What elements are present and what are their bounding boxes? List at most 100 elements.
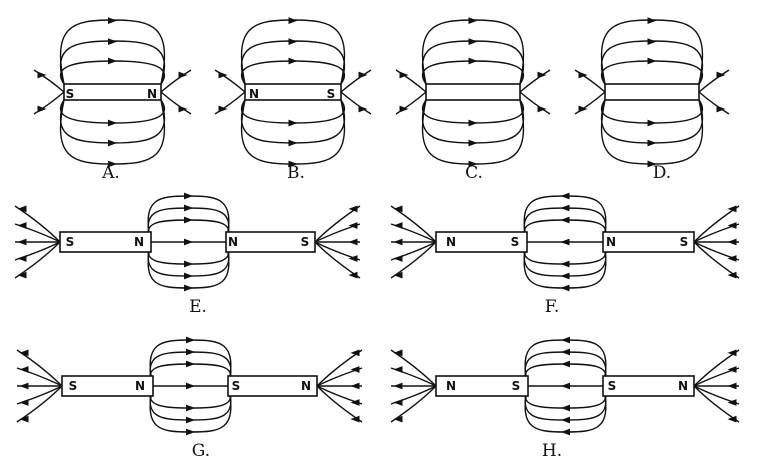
panel-b-arrow-bottom-2 bbox=[288, 139, 298, 147]
panel-b-field-line-top-3 bbox=[240, 19, 346, 85]
panel-g-mid-arrow-top-1 bbox=[186, 360, 195, 368]
panel-e-mid-loop-bottom-1 bbox=[147, 241, 230, 265]
panel-g-right-fan-arrow-3 bbox=[350, 382, 360, 390]
panel-d-end-line-left-1 bbox=[574, 69, 606, 93]
panel-f-magnet1-left-pole: N bbox=[446, 235, 456, 249]
panel-d-arrow-bottom-1 bbox=[647, 119, 657, 127]
panel-h-mid-arrow-top-1 bbox=[561, 360, 570, 368]
panel-g-magnet2-left-pole: S bbox=[232, 379, 241, 393]
panel-a-end-line-right-1 bbox=[160, 69, 192, 93]
panel-a-end-arrow-left-2 bbox=[37, 105, 47, 113]
panel-a-arrow-top-3 bbox=[108, 17, 117, 24]
panel-e-left-fan-arrow-5 bbox=[17, 271, 27, 279]
panel-e-magnet2-left-pole: N bbox=[228, 235, 238, 249]
panel-e-mid-arrow-top-3 bbox=[184, 192, 193, 200]
panel-b-arrow-top-2 bbox=[288, 38, 298, 45]
panel-c-arrow-bottom-2 bbox=[468, 139, 478, 147]
panel-b-end-arrow-left-2 bbox=[218, 105, 228, 113]
panel-a-caption: A. bbox=[101, 163, 120, 183]
panel-b-magnet-bar bbox=[244, 83, 342, 101]
panel-c-field-line-bottom-1 bbox=[421, 99, 525, 124]
panel-b-field-line-bottom-3 bbox=[240, 99, 346, 165]
panel-d-end-line-left-2 bbox=[574, 91, 606, 115]
panel-c-arrow-bottom-3 bbox=[468, 160, 478, 168]
panel-b-arrow-bottom-3 bbox=[288, 160, 298, 168]
panel-d-arrow-top-3 bbox=[647, 17, 657, 24]
panel-g-right-fan-arrow-1 bbox=[350, 349, 360, 357]
panel-e-mid-arrow-top-1 bbox=[184, 216, 193, 224]
panel-h-left-fan-arrow-3 bbox=[393, 382, 403, 390]
panel-a-field-line-top-1 bbox=[59, 60, 166, 85]
panel-b-field-line-bottom-1 bbox=[240, 99, 346, 124]
panel-h-caption: H. bbox=[542, 441, 562, 461]
panel-c-end-arrow-right-1 bbox=[537, 71, 547, 79]
panel-c-arrow-top-3 bbox=[468, 17, 478, 24]
panel-g-caption: G. bbox=[192, 441, 210, 461]
panel-a-end-arrow-right-2 bbox=[178, 105, 188, 113]
panel-f-left-fan-arrow-3 bbox=[393, 238, 403, 246]
panel-e-magnet1-right-pole: N bbox=[134, 235, 144, 249]
panel-e-left-fan-arrow-2 bbox=[17, 222, 27, 229]
panel-a-arrow-bottom-2 bbox=[108, 139, 117, 147]
panel-b-field-line-top-1 bbox=[240, 60, 346, 85]
panel-a-end-arrow-left-1 bbox=[37, 71, 47, 79]
panel-c-end-arrow-right-2 bbox=[537, 105, 547, 113]
panel-e-left-fan-arrow-4 bbox=[17, 255, 27, 262]
panel-d-field-line-bottom-3 bbox=[600, 99, 704, 165]
panel-a-end-arrow-right-1 bbox=[178, 71, 188, 79]
panel-e-right-fan-arrow-5 bbox=[348, 271, 358, 279]
panel-d-end-arrow-left-1 bbox=[578, 71, 588, 79]
panel-e-right-fan-arrow-3 bbox=[348, 238, 358, 246]
panel-c-caption: C. bbox=[465, 163, 483, 183]
panel-h-magnet1-bar bbox=[435, 375, 529, 397]
panel-f-left-fan-arrow-4 bbox=[393, 255, 403, 262]
panel-e-mid-loop-bottom-2 bbox=[147, 241, 230, 277]
panel-g-mid-loop-top-1 bbox=[149, 363, 232, 387]
panel-g-mid-loop-bottom-2 bbox=[149, 385, 232, 421]
magnets-layer bbox=[59, 83, 700, 397]
panel-b-end-arrow-right-1 bbox=[358, 71, 368, 79]
panel-g-right-fan-arrow-4 bbox=[350, 399, 360, 406]
panel-f-left-fan-arrow-1 bbox=[393, 205, 403, 213]
panel-h-mid-arrow-bottom-1 bbox=[561, 404, 570, 412]
panel-g-left-fan-arrow-5 bbox=[19, 415, 29, 423]
panel-f-magnet2-left-pole: N bbox=[606, 235, 616, 249]
panel-h-right-fan-arrow-3 bbox=[727, 382, 737, 390]
panel-f-mid-arrow-bottom-1 bbox=[560, 260, 570, 268]
panel-b-caption: B. bbox=[287, 163, 305, 183]
panel-h-left-fan-arrow-5 bbox=[393, 415, 403, 423]
panel-a-arrow-top-1 bbox=[108, 57, 117, 65]
panel-g-left-fan-arrow-2 bbox=[19, 366, 29, 373]
panel-d-field-line-top-3 bbox=[600, 19, 704, 85]
panel-b-end-line-right-2 bbox=[340, 91, 372, 115]
panel-b-end-arrow-right-2 bbox=[358, 105, 368, 113]
panel-g-mid-loop-bottom-1 bbox=[149, 385, 232, 409]
panel-h-magnet1-right-pole: S bbox=[512, 379, 521, 393]
panel-h-left-fan-arrow-4 bbox=[393, 399, 403, 406]
panel-f-mid-arrow-top-1 bbox=[560, 216, 570, 224]
panel-f-right-fan-arrow-2 bbox=[727, 222, 737, 229]
panel-c-end-arrow-left-1 bbox=[399, 71, 409, 79]
panel-f-mid-loop-top-1 bbox=[523, 219, 607, 243]
panel-e-mid-arrow-bottom-2 bbox=[184, 272, 193, 280]
panel-h-mid-arrow-top-3 bbox=[561, 336, 570, 344]
panel-a-end-line-right-2 bbox=[160, 91, 192, 115]
panel-g-magnet1-bar bbox=[61, 375, 154, 397]
panel-h-center-arrow bbox=[561, 382, 570, 390]
panel-d-arrow-top-2 bbox=[647, 38, 657, 45]
panel-g-left-fan-arrow-4 bbox=[19, 399, 29, 406]
panel-a-end-line-left-1 bbox=[33, 69, 65, 93]
panel-g-left-fan-arrow-3 bbox=[19, 382, 29, 390]
panel-g-mid-arrow-bottom-3 bbox=[186, 428, 195, 436]
panel-c-end-line-left-2 bbox=[395, 91, 427, 115]
panel-b-end-line-left-1 bbox=[214, 69, 246, 93]
panel-e-magnet1-bar bbox=[59, 231, 152, 253]
panel-e-magnet2-bar bbox=[225, 231, 316, 253]
panel-b-arrow-top-3 bbox=[288, 17, 298, 24]
panel-f-right-fan-arrow-5 bbox=[727, 271, 737, 279]
panel-e-right-fan-arrow-4 bbox=[348, 255, 358, 262]
panel-h-left-fan-arrow-2 bbox=[393, 366, 403, 373]
panel-e-caption: E. bbox=[189, 297, 207, 317]
panel-f-caption: F. bbox=[545, 297, 560, 317]
